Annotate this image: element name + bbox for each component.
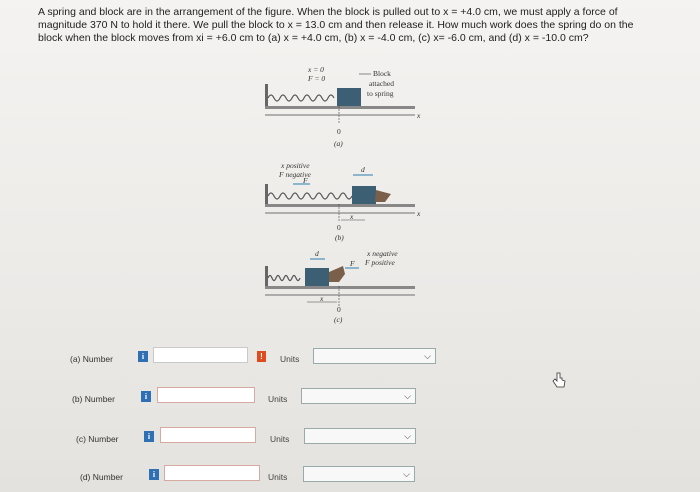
chevron-down-icon: ⌵ <box>404 391 411 401</box>
answer-d-units-select[interactable]: ⌵ <box>303 466 415 482</box>
chevron-down-icon: ⌵ <box>404 431 411 441</box>
fig-a-axis: x <box>416 111 421 120</box>
answer-d-units-label: Units <box>268 472 288 482</box>
spring-block-figure: x = 0 F = 0 Block attached to spring x 0… <box>255 62 430 332</box>
fig-c-disp: d <box>315 249 319 258</box>
fig-b-line2: F negative <box>278 170 312 179</box>
fig-b-line1: x positive <box>280 161 310 170</box>
answer-b-label: (b) Number <box>72 394 115 404</box>
chevron-down-icon: ⌵ <box>424 351 431 361</box>
answer-a-number-input[interactable] <box>153 347 248 363</box>
fig-b-zero: 0 <box>337 223 341 232</box>
answer-b-info-icon[interactable]: i <box>141 391 151 402</box>
answer-c-info-icon[interactable]: i <box>144 431 154 442</box>
answer-row-d: (d) Number i Units ⌵ <box>0 465 700 490</box>
answer-b-units-select[interactable]: ⌵ <box>301 388 416 404</box>
fig-a-note3: to spring <box>367 89 394 98</box>
fig-c-line1: x negative <box>366 249 398 258</box>
fig-a-zero: 0 <box>337 127 341 136</box>
answer-a-info-icon[interactable]: i <box>138 351 148 362</box>
answer-c-units-select[interactable]: ⌵ <box>304 428 416 444</box>
answer-d-info-icon[interactable]: i <box>149 469 159 480</box>
chevron-down-icon: ⌵ <box>403 469 410 479</box>
fig-b-spring <box>267 192 353 200</box>
answer-c-number-input[interactable] <box>160 427 256 443</box>
fig-a-caption: (a) <box>334 139 343 148</box>
answer-row-a: (a) Number i ! Units ⌵ <box>0 347 700 372</box>
fig-c-zero: 0 <box>337 305 341 314</box>
fig-c-caption: (c) <box>334 315 343 324</box>
answer-row-c: (c) Number i Units ⌵ <box>0 427 700 452</box>
fig-a-f0: F = 0 <box>307 74 325 83</box>
answer-a-label: (a) Number <box>70 354 113 364</box>
fig-b-hand <box>375 190 391 202</box>
fig-b-xmark: x <box>349 212 354 221</box>
fig-c-block <box>305 268 329 286</box>
fig-a-spring <box>267 94 335 102</box>
fig-c-hand <box>329 266 345 282</box>
fig-b-caption: (b) <box>335 233 344 242</box>
fig-b-force: F <box>302 176 308 185</box>
fig-a-note2: attached <box>369 79 394 88</box>
figure-b: x positive F negative F d x x 0 (b) <box>265 161 421 242</box>
answer-d-label: (d) Number <box>80 472 123 482</box>
answer-row-b: (b) Number i Units ⌵ <box>0 387 700 412</box>
hand-cursor-icon <box>552 372 566 388</box>
figure-a: x = 0 F = 0 Block attached to spring x 0… <box>265 65 421 148</box>
fig-c-force: F <box>349 259 355 268</box>
answer-a-units-label: Units <box>280 354 300 364</box>
question-text: A spring and block are in the arrangemen… <box>38 6 634 44</box>
figure-c: x negative F positive F d x 0 (c) <box>265 249 415 324</box>
fig-c-line2: F positive <box>364 258 395 267</box>
figure-svg: x = 0 F = 0 Block attached to spring x 0… <box>265 65 421 324</box>
answer-b-units-label: Units <box>268 394 288 404</box>
answer-b-number-input[interactable] <box>157 387 255 403</box>
fig-b-disp: d <box>361 165 365 174</box>
fig-a-block <box>337 88 361 106</box>
fig-c-xmark: x <box>319 294 324 303</box>
answer-d-number-input[interactable] <box>164 465 260 481</box>
fig-b-axis: x <box>416 209 421 218</box>
answer-c-units-label: Units <box>270 434 290 444</box>
fig-a-note1: Block <box>373 69 391 78</box>
fig-a-x0: x = 0 <box>307 65 324 74</box>
answer-a-units-select[interactable]: ⌵ <box>313 348 436 364</box>
fig-b-block <box>352 186 376 204</box>
fig-c-spring <box>267 274 301 282</box>
answer-a-warning-icon: ! <box>257 351 266 362</box>
answer-c-label: (c) Number <box>76 434 119 444</box>
